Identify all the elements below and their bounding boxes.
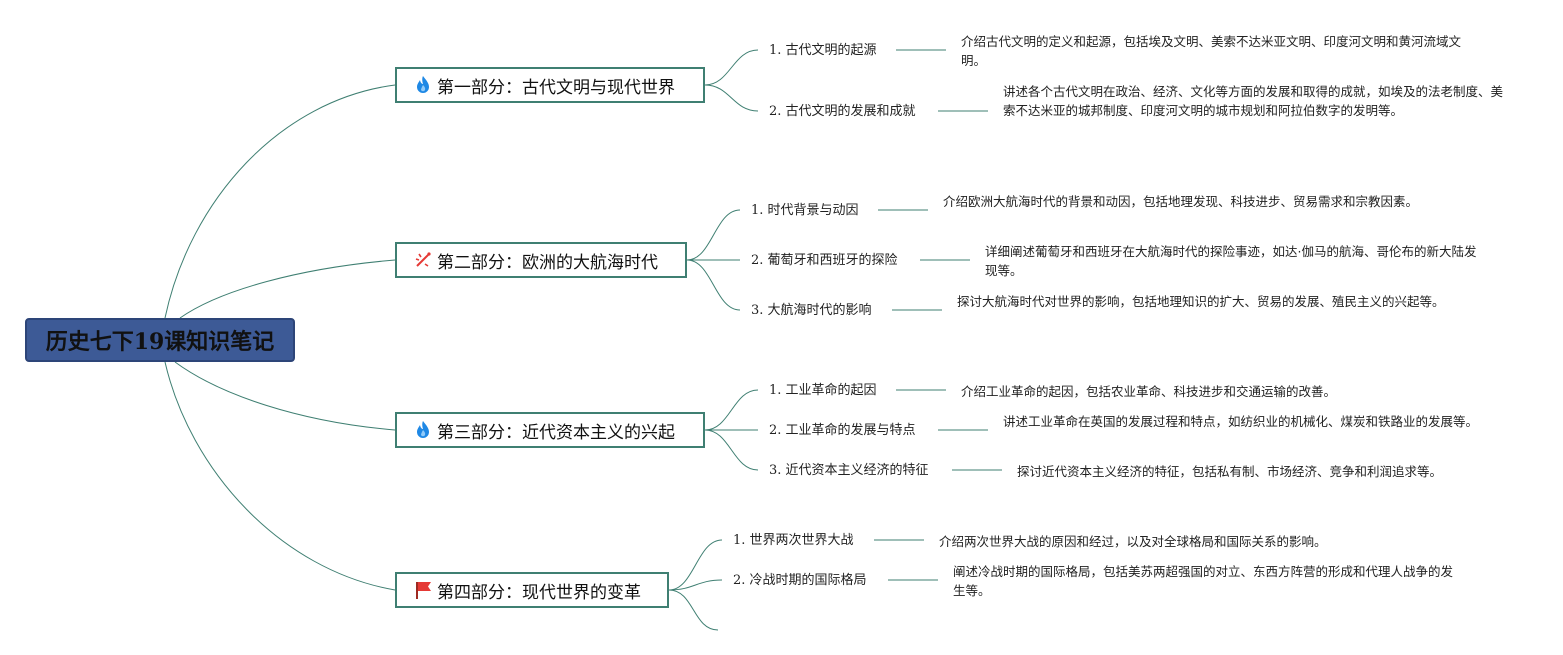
sub-item[interactable]: 2. 工业革命的发展与特点 (769, 423, 916, 438)
root-link (164, 84, 396, 319)
sub-item[interactable]: 2. 冷战时期的国际格局 (733, 573, 867, 588)
section-title: 第二部分：欧洲的大航海时代 (437, 252, 658, 273)
sub-item[interactable]: 1. 时代背景与动因 (751, 203, 859, 218)
red-flag-icon (413, 580, 433, 600)
section-link (686, 209, 741, 261)
sub-item[interactable]: 3. 近代资本主义经济的特征 (769, 463, 929, 478)
section-1[interactable]: 第一部分：古代文明与现代世界 (395, 67, 705, 103)
sub-item-desc: 探讨近代资本主义经济的特征，包括私有制、市场经济、竞争和利润追求等。 (1017, 464, 1443, 479)
section-link (704, 389, 759, 431)
sub-item[interactable]: 1. 古代文明的起源 (769, 43, 877, 58)
sub-item[interactable]: 3. 大航海时代的影响 (751, 303, 872, 318)
section-link (668, 539, 723, 591)
section-title: 第一部分：古代文明与现代世界 (437, 77, 675, 98)
section-link (704, 429, 759, 471)
section-title: 第四部分：现代世界的变革 (437, 582, 641, 603)
root-title: 历史七下19课知识笔记 (45, 329, 275, 355)
section-link (668, 589, 719, 631)
sub-item[interactable]: 1. 世界两次世界大战 (733, 533, 854, 548)
section-title: 第三部分：近代资本主义的兴起 (437, 422, 675, 443)
section-link (704, 84, 759, 112)
sub-item-desc: 探讨大航海时代对世界的影响，包括地理知识的扩大、贸易的发展、殖民主义的兴起等。 (957, 294, 1445, 309)
sub-item-desc: 详细阐述葡萄牙和西班牙在大航海时代的探险事迹，如达·伽马的航海、哥伦布的新大陆发… (985, 244, 1477, 278)
section-link (686, 259, 741, 311)
root-link (179, 259, 396, 319)
sub-item-desc: 介绍工业革命的起因，包括农业革命、科技进步和交通运输的改善。 (961, 384, 1337, 399)
section-3[interactable]: 第三部分：近代资本主义的兴起 (395, 412, 705, 448)
sub-item-desc: 介绍古代文明的定义和起源，包括埃及文明、美索不达米亚文明、印度河文明和黄河流域文… (961, 34, 1462, 68)
sub-item-desc: 讲述工业革命在英国的发展过程和特点，如纺织业的机械化、煤炭和铁路业的发展等。 (1003, 414, 1479, 429)
sub-item-desc: 阐述冷战时期的国际格局，包括美苏两超强国的对立、东西方阵营的形成和代理人战争的发… (953, 564, 1454, 598)
sub-item-desc: 介绍两次世界大战的原因和经过，以及对全球格局和国际关系的影响。 (939, 534, 1327, 549)
root-link (174, 361, 396, 431)
section-link (704, 49, 759, 86)
sub-item-desc: 介绍欧洲大航海时代的背景和动因，包括地理发现、科技进步、贸易需求和宗教因素。 (943, 194, 1419, 209)
root-link (164, 361, 396, 591)
section-4[interactable]: 第四部分：现代世界的变革 (395, 572, 669, 608)
section-link (668, 579, 723, 591)
fire-icon (413, 420, 433, 440)
firework-icon (413, 250, 433, 270)
sub-item-desc: 讲述各个古代文明在政治、经济、文化等方面的发展和取得的成就，如埃及的法老制度、美… (1003, 84, 1504, 118)
sub-item[interactable]: 2. 古代文明的发展和成就 (769, 104, 916, 119)
fire-icon (413, 75, 433, 95)
sub-item[interactable]: 1. 工业革命的起因 (769, 383, 877, 398)
root-topic[interactable]: 历史七下19课知识笔记 (25, 318, 295, 362)
section-2[interactable]: 第二部分：欧洲的大航海时代 (395, 242, 687, 278)
sub-item[interactable]: 2. 葡萄牙和西班牙的探险 (751, 253, 898, 268)
